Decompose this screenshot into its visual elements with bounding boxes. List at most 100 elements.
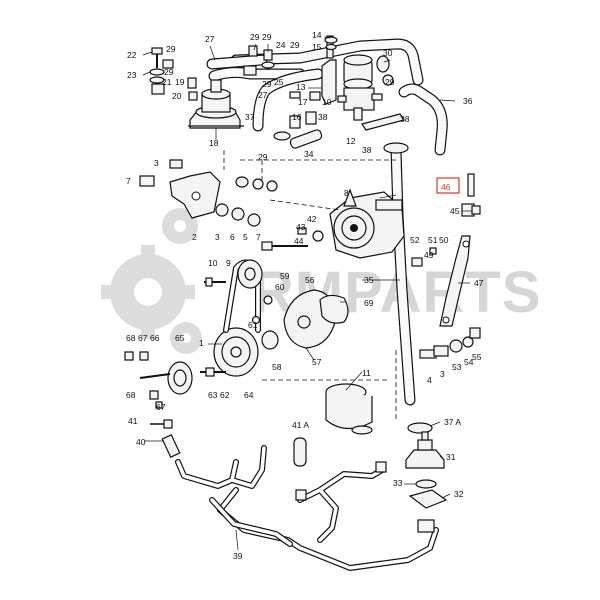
label-49: 49 bbox=[424, 250, 434, 260]
part-screw-41-40 bbox=[150, 419, 181, 458]
label-14: 14 bbox=[312, 30, 322, 40]
part-washers-5-6-7 bbox=[215, 176, 278, 227]
part-washers-42-43-44 bbox=[261, 227, 324, 251]
hose-27-lower bbox=[252, 68, 324, 132]
label-51: 51 bbox=[428, 235, 438, 245]
part-hose-34 bbox=[289, 129, 323, 149]
part-bolt-62-63 bbox=[200, 367, 226, 377]
part-hose-41a bbox=[293, 437, 307, 467]
part-pulley-64 bbox=[213, 327, 259, 377]
label-1: 1 bbox=[199, 338, 204, 348]
label-59: 59 bbox=[280, 271, 290, 281]
label-41: 41 bbox=[128, 416, 138, 426]
part-clips-24-25 bbox=[243, 45, 275, 76]
part-filter-11 bbox=[325, 383, 373, 435]
label-66: 66 bbox=[150, 333, 160, 343]
label-44: 44 bbox=[294, 236, 304, 246]
part-washer-58 bbox=[261, 330, 279, 350]
label-3c: 3 bbox=[440, 369, 445, 379]
label-34: 34 bbox=[304, 149, 314, 159]
part-pulley-59 bbox=[237, 259, 263, 289]
part-air-pump-8 bbox=[329, 188, 405, 259]
label-67b: 67 bbox=[156, 402, 166, 412]
label-38b: 38 bbox=[400, 114, 410, 124]
label-29d: 29 bbox=[262, 32, 272, 42]
label-46: 46 bbox=[441, 182, 451, 192]
label-50: 50 bbox=[439, 235, 449, 245]
label-58: 58 bbox=[272, 362, 282, 372]
label-67: 67 bbox=[138, 333, 148, 343]
label-5: 5 bbox=[243, 232, 248, 242]
label-62: 62 bbox=[220, 390, 230, 400]
part-hub-65 bbox=[167, 361, 193, 395]
label-43: 43 bbox=[296, 222, 306, 232]
label-7: 7 bbox=[256, 232, 261, 242]
label-69: 69 bbox=[364, 298, 374, 308]
label-22: 22 bbox=[127, 50, 137, 60]
label-53: 53 bbox=[452, 362, 462, 372]
label-64: 64 bbox=[244, 390, 254, 400]
label-23: 23 bbox=[127, 70, 137, 80]
label-6: 6 bbox=[230, 232, 235, 242]
label-4: 4 bbox=[427, 375, 432, 385]
label-20: 20 bbox=[172, 91, 182, 101]
label-47: 47 bbox=[474, 278, 484, 288]
dashed-reference-lines bbox=[223, 150, 397, 420]
part-valve-31 bbox=[405, 431, 445, 469]
label-35: 35 bbox=[364, 275, 374, 285]
label-31: 31 bbox=[446, 452, 456, 462]
part-screw-49-52 bbox=[411, 247, 437, 267]
label-29g: 29 bbox=[258, 152, 268, 162]
label-29e: 29 bbox=[290, 40, 300, 50]
part-bracket-2 bbox=[169, 171, 221, 219]
part-ring-33 bbox=[415, 479, 437, 489]
part-screw-10 bbox=[204, 277, 226, 287]
label-68b: 68 bbox=[126, 390, 136, 400]
label-52: 52 bbox=[410, 235, 420, 245]
label-32: 32 bbox=[454, 489, 464, 499]
label-68: 68 bbox=[126, 333, 136, 343]
part-clip-37 bbox=[273, 131, 291, 141]
label-42: 42 bbox=[307, 214, 317, 224]
hose-36 bbox=[398, 83, 448, 156]
part-sleeve-4 bbox=[419, 327, 481, 359]
label-27b: 27 bbox=[258, 90, 268, 100]
label-15: 15 bbox=[312, 42, 322, 52]
label-29f: 29 bbox=[262, 79, 272, 89]
label-16: 16 bbox=[292, 112, 302, 122]
label-17: 17 bbox=[298, 97, 308, 107]
part-clamp-37a bbox=[407, 422, 433, 434]
label-56: 56 bbox=[305, 275, 315, 285]
part-small-60-61 bbox=[251, 295, 273, 325]
label-33: 33 bbox=[393, 478, 403, 488]
label-60: 60 bbox=[275, 282, 285, 292]
leader-lines bbox=[142, 36, 472, 551]
label-61: 61 bbox=[248, 320, 258, 330]
label-10: 10 bbox=[208, 258, 218, 268]
label-19: 19 bbox=[175, 77, 185, 87]
label-40: 40 bbox=[136, 437, 146, 447]
highlight-box-46 bbox=[436, 177, 460, 194]
label-38a: 38 bbox=[318, 112, 328, 122]
label-54: 54 bbox=[464, 357, 474, 367]
part-plate-32 bbox=[408, 489, 448, 509]
label-41a: 41 A bbox=[292, 420, 309, 430]
label-3b: 3 bbox=[215, 232, 220, 242]
part-manifold-39 bbox=[175, 445, 439, 571]
label-63: 63 bbox=[208, 390, 218, 400]
part-screw-22 bbox=[149, 47, 165, 84]
label-21: 21 bbox=[162, 77, 172, 87]
part-bracket-38 bbox=[361, 113, 405, 131]
label-12: 12 bbox=[346, 136, 356, 146]
label-29b: 29 bbox=[164, 67, 174, 77]
label-24: 24 bbox=[276, 40, 286, 50]
label-25: 25 bbox=[274, 77, 284, 87]
part-nut-45 bbox=[461, 203, 481, 217]
label-29a: 29 bbox=[166, 44, 176, 54]
label-13: 13 bbox=[296, 82, 306, 92]
label-38c: 38 bbox=[362, 145, 372, 155]
part-valve-18 bbox=[188, 79, 244, 129]
hose-35 bbox=[390, 144, 416, 406]
